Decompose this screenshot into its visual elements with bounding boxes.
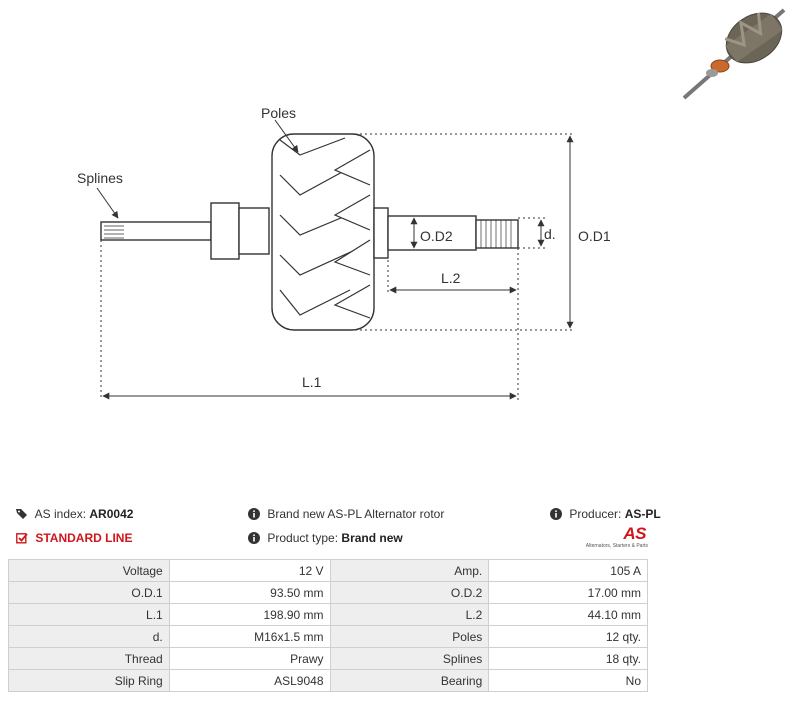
as-pl-logo: AS Alternators, Starters & Parts bbox=[586, 524, 648, 550]
info-circle-icon bbox=[248, 532, 260, 544]
d-label: d. bbox=[544, 226, 556, 242]
spec-value: 12 V bbox=[168, 559, 331, 582]
logo-text: AS bbox=[623, 524, 646, 543]
spec-value: 198.90 mm bbox=[168, 603, 331, 626]
spec-key: Voltage bbox=[8, 559, 170, 582]
as-index: AS index: AR0042 bbox=[16, 507, 133, 521]
info-circle-icon bbox=[248, 508, 260, 520]
threaded-end bbox=[475, 219, 519, 249]
l1-label: L.1 bbox=[302, 374, 322, 390]
spec-key: Bearing bbox=[329, 669, 490, 692]
od2-label: O.D2 bbox=[420, 228, 453, 244]
pole-claws bbox=[279, 137, 371, 319]
spec-key: Thread bbox=[8, 647, 170, 670]
spline-shaft bbox=[100, 221, 212, 241]
checkbox-checked-icon bbox=[16, 533, 28, 544]
spec-key: Slip Ring bbox=[8, 669, 170, 692]
spec-value: 18 qty. bbox=[488, 647, 648, 670]
brand-text: Brand new AS-PL Alternator rotor bbox=[267, 507, 445, 521]
spec-value: M16x1.5 mm bbox=[168, 625, 331, 648]
product-type-label: Product type: bbox=[267, 531, 339, 545]
standard-line-badge: STANDARD LINE bbox=[16, 531, 132, 545]
producer: Producer: AS-PL bbox=[550, 507, 661, 521]
spec-value: 93.50 mm bbox=[168, 581, 331, 604]
spec-key: O.D.1 bbox=[8, 581, 170, 604]
spec-value: 17.00 mm bbox=[488, 581, 648, 604]
alternator-rotor-photo bbox=[682, 8, 786, 100]
standard-line-text: STANDARD LINE bbox=[35, 531, 133, 545]
product-type: Product type: Brand new bbox=[248, 531, 403, 545]
l2-label: L.2 bbox=[441, 270, 461, 286]
info-circle-icon bbox=[550, 508, 562, 520]
od1-label: O.D1 bbox=[578, 228, 611, 244]
rotor-technical-drawing: Poles Splines O.D1 O.D2 d. L.2 L.1 bbox=[77, 105, 611, 400]
producer-label: Producer: bbox=[569, 507, 622, 521]
product-type-value: Brand new bbox=[341, 531, 403, 545]
spec-value: Prawy bbox=[168, 647, 331, 670]
spec-value: 44.10 mm bbox=[488, 603, 648, 626]
brand-info: Brand new AS-PL Alternator rotor bbox=[248, 507, 444, 521]
logo-tagline: Alternators, Starters & Parts bbox=[585, 543, 648, 549]
spec-key: Amp. bbox=[329, 559, 490, 582]
as-index-value: AR0042 bbox=[89, 507, 134, 521]
as-index-label: AS index: bbox=[34, 507, 87, 521]
spec-key: Splines bbox=[329, 647, 490, 670]
spec-key: O.D.2 bbox=[329, 581, 490, 604]
spec-value: No bbox=[488, 669, 648, 692]
spec-value: 12 qty. bbox=[488, 625, 648, 648]
producer-value: AS-PL bbox=[624, 507, 661, 521]
spec-key: L.1 bbox=[8, 603, 170, 626]
tags-icon bbox=[16, 509, 27, 519]
spec-key: Poles bbox=[329, 625, 490, 648]
spec-key: L.2 bbox=[329, 603, 490, 626]
left-hub bbox=[210, 202, 240, 260]
spec-value: 105 A bbox=[488, 559, 648, 582]
spec-value: ASL9048 bbox=[168, 669, 331, 692]
spec-key: d. bbox=[8, 625, 170, 648]
splines-label: Splines bbox=[77, 170, 123, 186]
poles-label: Poles bbox=[261, 105, 296, 121]
slip-ring-hub bbox=[373, 207, 389, 259]
